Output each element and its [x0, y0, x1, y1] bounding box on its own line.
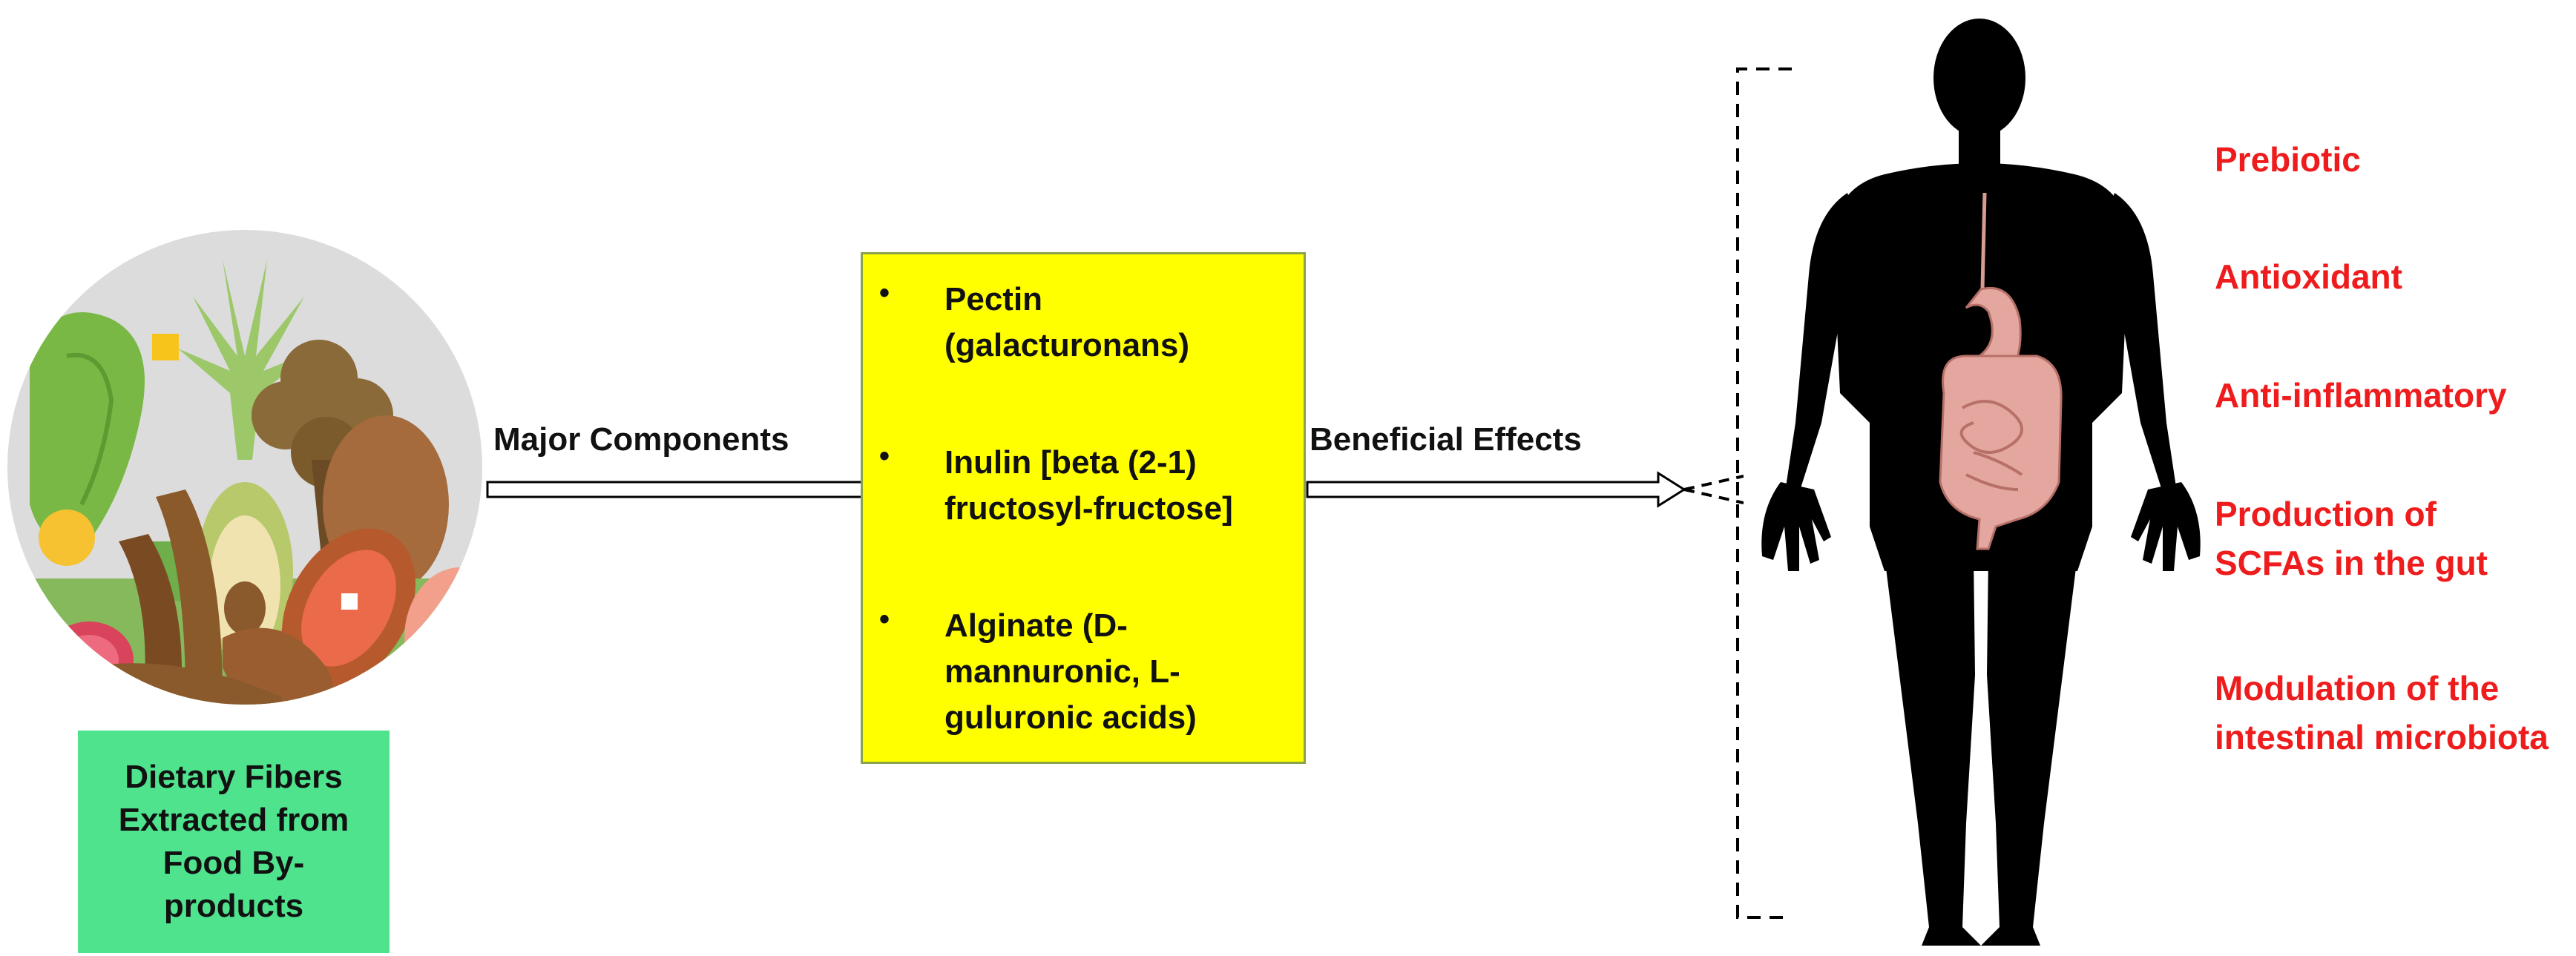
component-pectin: Pectin (galacturonans) [944, 281, 1190, 363]
dashed-bracket [1736, 67, 1792, 919]
effect-microbiota-modulation: Modulation of the intestinal microbiota [2215, 669, 2549, 756]
digestive-system-icon [1939, 192, 2063, 550]
beneficial-effects-arrow [1306, 471, 1744, 508]
food-by-products-illustration [7, 230, 482, 705]
component-alginate: Alginate (D-mannuronic, L-guluronic acid… [944, 607, 1197, 736]
effect-prebiotic: Prebiotic [2215, 140, 2361, 179]
effect-anti-inflammatory: Anti-inflammatory [2215, 376, 2507, 415]
source-label: Dietary Fibers Extracted from Food By-pr… [118, 759, 349, 924]
component-inulin: Inulin [beta (2-1) fructosyl-fructose] [944, 444, 1233, 527]
bullet: • [879, 277, 890, 309]
beneficial-effects-label: Beneficial Effects [1310, 421, 1582, 458]
major-components-box: • Pectin (galacturonans) • Inulin [beta … [861, 252, 1306, 764]
bullet: • [879, 603, 890, 636]
major-components-arrow [486, 481, 864, 498]
source-label-box: Dietary Fibers Extracted from Food By-pr… [78, 731, 390, 953]
bullet: • [879, 440, 890, 472]
effect-scfa-production: Production of SCFAs in the gut [2215, 495, 2488, 582]
human-body-silhouette-icon [1761, 19, 2201, 946]
major-components-label: Major Components [493, 421, 789, 458]
effect-antioxidant: Antioxidant [2215, 257, 2402, 296]
